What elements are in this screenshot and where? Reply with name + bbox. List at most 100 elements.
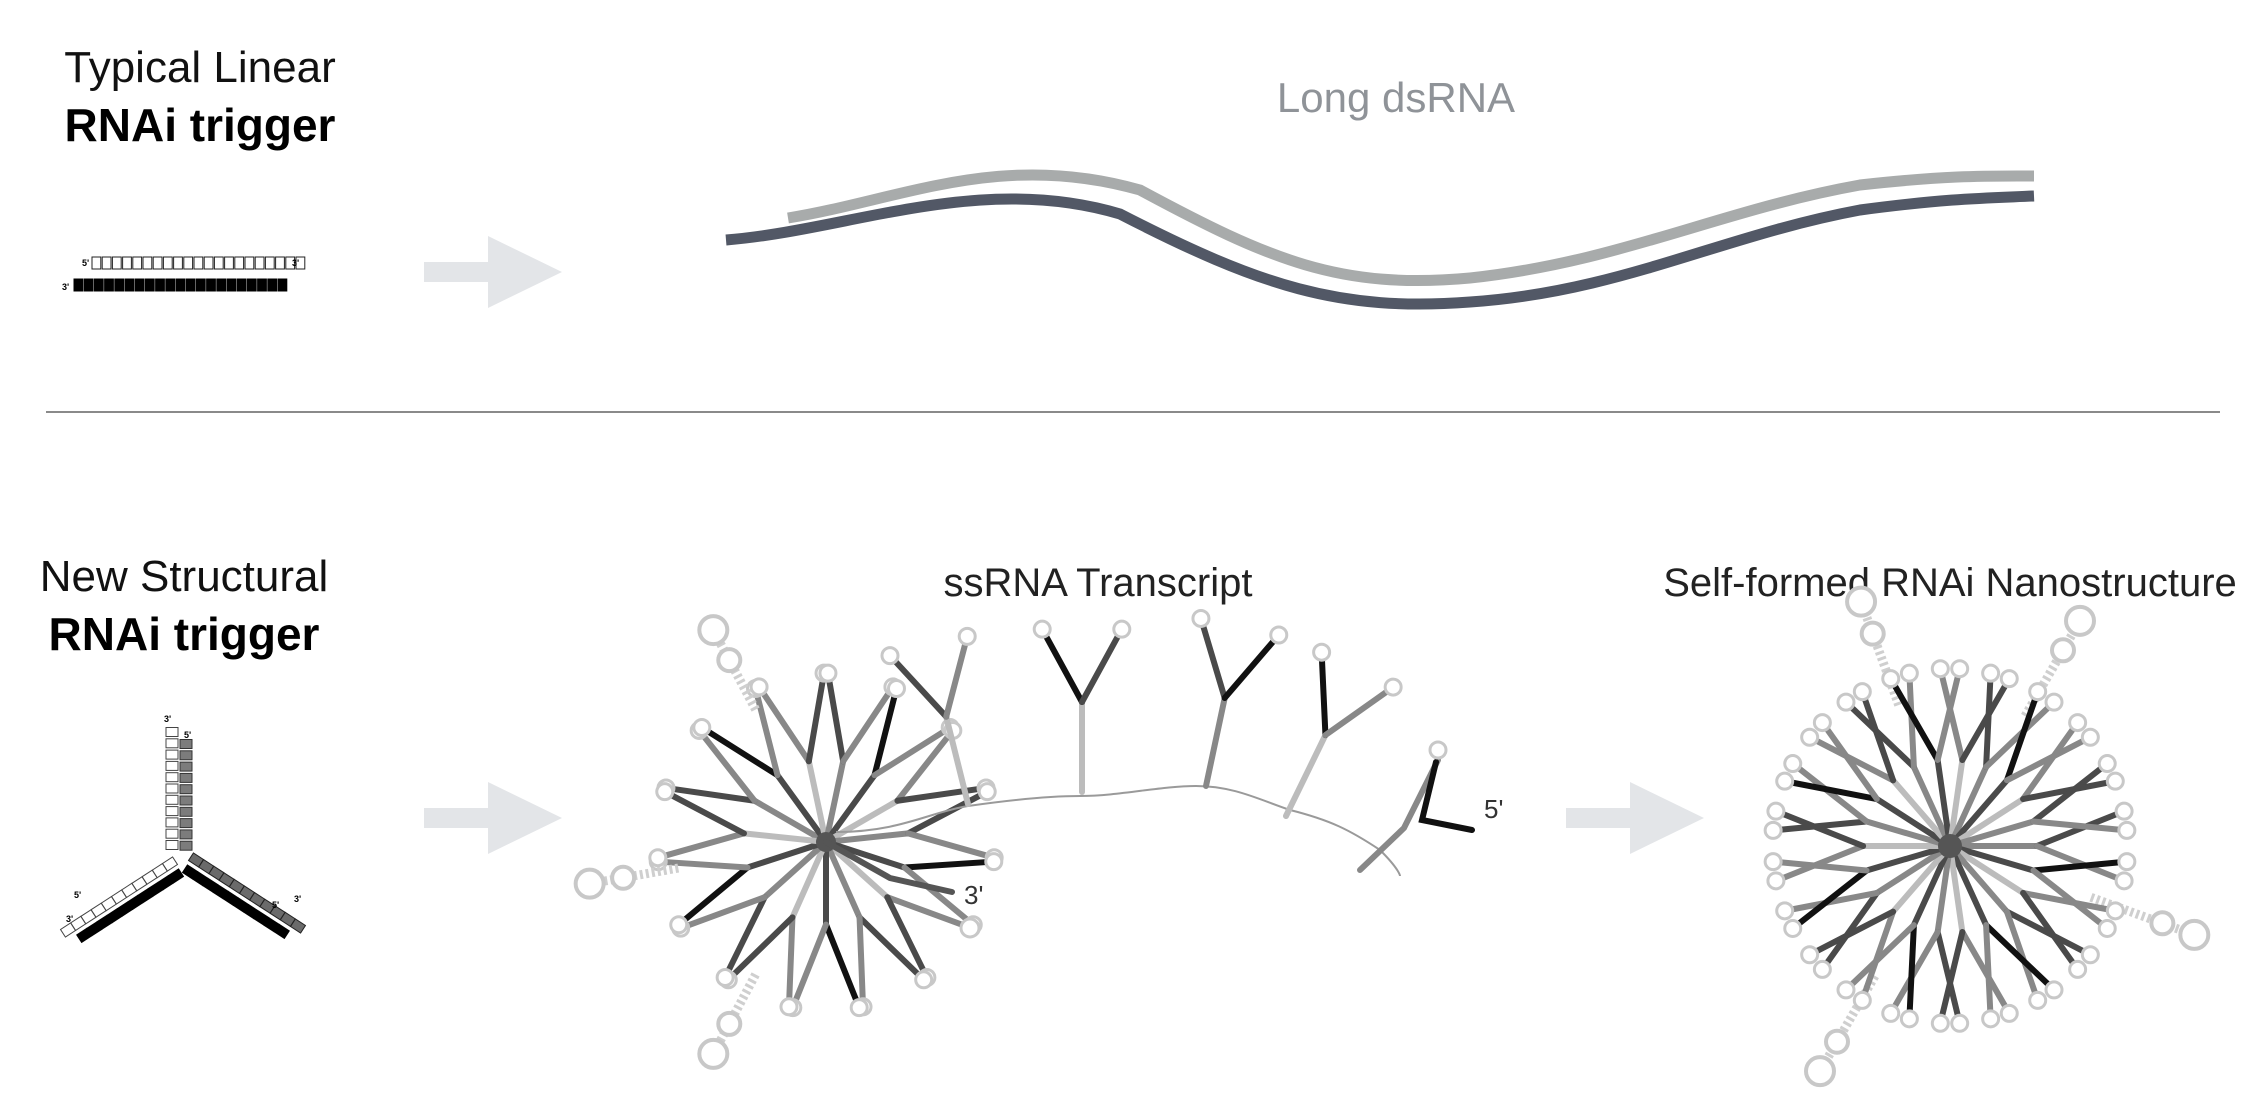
y-stem [774,772,829,845]
terminal-loop [1950,1013,1970,1033]
y-arm [1891,681,1941,763]
y-stem [1947,843,1990,929]
y-arm [894,732,952,804]
y-arm [2020,889,2077,967]
transcript-5-end-label: 5' [1484,794,1503,824]
long-dsrna-sense-strand [787,169,2035,287]
y-nucleotide [165,806,179,817]
y-stem [1947,843,1966,936]
y-arm [2003,695,2039,784]
linear-five-top-label: 5' [82,258,89,268]
antisense-nucleotide [226,278,237,292]
y-arm [2033,810,2121,849]
terminal-loop [1836,692,1856,712]
y-arm [681,864,751,924]
y-nucleotide [179,761,193,772]
terminal-loop [1783,918,1803,938]
terminal-loop [1881,1003,1901,1023]
sense-nucleotide [254,256,265,270]
y-shaped-rnai-trigger [59,727,307,944]
terminal-loop [1766,871,1786,891]
sense-nucleotide [244,256,255,270]
terminal-loop [1783,754,1803,774]
y-arm [1777,818,1870,833]
transcript-3-end-label: 3' [964,880,983,910]
sense-nucleotide [234,256,245,270]
y-nucleotide [165,840,179,850]
terminal-loop [1383,677,1403,697]
y-end-label-3: 5' [74,890,81,900]
y-stem [1947,843,2010,915]
y-arm [2030,764,2105,825]
terminal-loop [1899,663,1919,683]
y-stem [1873,843,1953,896]
y-arm [805,676,826,765]
y-arm [1779,843,1867,882]
antisense-nucleotide [216,278,227,292]
sense-nucleotide [132,256,143,270]
y-arm [871,692,898,779]
y-arm [1322,688,1391,739]
terminal-loop [2114,801,2134,821]
y-arm [901,859,990,871]
terminal-loop [648,848,668,868]
y-arm [826,676,847,765]
terminal-loop [1766,801,1786,821]
y-stem [1873,796,1953,849]
sense-nucleotide [142,256,153,270]
y-stem [823,758,847,845]
y-arm [884,894,927,975]
linear-rnai-duplex [73,256,306,292]
terminal-loop [2044,980,2064,1000]
y-stem [1863,818,1953,849]
y-arm [1418,759,1475,833]
y-arm [786,914,796,1003]
y-arm [1861,695,1897,784]
antisense-nucleotide [267,278,278,292]
y-nucleotide [165,828,179,839]
y-arm [684,894,768,929]
terminal-loop [655,782,675,802]
aptamer-loop [697,614,730,647]
terminal-loop [2097,918,2117,938]
y-nucleotide [76,927,93,944]
y-nucleotide [179,806,193,817]
terminal-loop [1812,959,1832,979]
sense-nucleotide [173,256,183,270]
y-stem [805,758,829,845]
antisense-nucleotide [165,278,176,292]
y-nucleotide [165,749,179,760]
y-arm [1042,632,1085,705]
y-nucleotide [165,727,179,737]
y-arm [700,732,758,804]
y-arm [856,914,866,1003]
aptamer-loop [697,1037,730,1070]
y-arm [2003,908,2088,955]
y-arm [1861,908,1897,997]
y-arm [1848,922,1917,989]
bottom-title-line2: RNAi trigger [49,608,320,660]
terminal-loop [1852,990,1872,1010]
aptamer-loop [1804,1055,1836,1088]
antisense-nucleotide [93,278,104,292]
aptamer-bulge [2149,910,2176,937]
terminal-loop [2068,959,2088,979]
y-stem [823,772,878,845]
y-stem [1947,796,2027,849]
sense-nucleotide [111,256,122,270]
y-stem [1934,756,1953,849]
terminal-loop [2044,692,2064,712]
antisense-nucleotide [206,278,216,292]
sense-nucleotide [224,256,234,270]
sense-nucleotide [122,256,132,270]
y-arm [1779,810,1867,849]
y-arm [754,692,781,779]
aptamer-stem [2089,893,2187,936]
terminal-loop [914,970,934,990]
y-nucleotide [179,750,193,761]
y-arm [1938,672,1966,763]
y-arm [704,728,781,779]
y-arm [1934,672,1962,763]
antisense-nucleotide [257,278,267,292]
y-arm [1795,764,1870,825]
